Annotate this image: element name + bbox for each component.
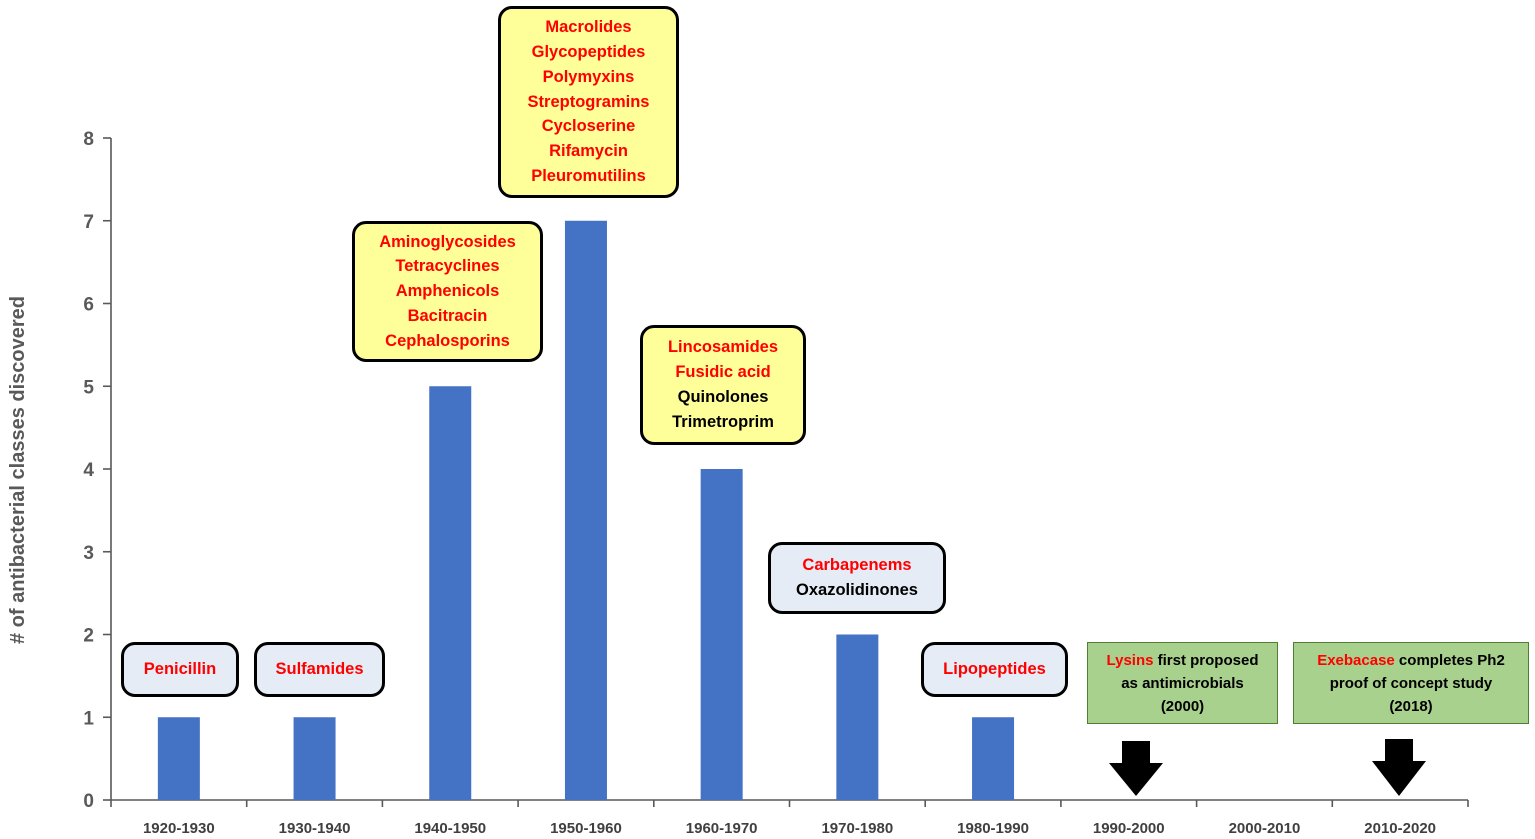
- antibiotic-class-label: Bacitracin: [407, 306, 488, 325]
- y-tick-label: 0: [83, 791, 94, 812]
- y-tick-label: 2: [83, 626, 94, 647]
- lysins-highlight: Lysins: [1106, 651, 1154, 669]
- y-tick-label: 4: [83, 460, 94, 481]
- x-tick-label: 1950-1960: [550, 820, 622, 837]
- exebacase-note-line1-rest: completes Ph2: [1394, 651, 1505, 669]
- annotation-box-lipopeptides: Lipopeptides: [921, 642, 1068, 697]
- antibiotic-class-label: Carbapenems: [802, 556, 912, 575]
- x-tick-label: 1970-1980: [821, 820, 893, 837]
- antibiotic-class-label: Glycopeptides: [531, 43, 646, 61]
- y-tick-label: 1: [83, 708, 94, 729]
- exebacase-note-line1: Exebacase completes Ph2: [1294, 649, 1528, 672]
- lysins-note-line1-rest: first proposed: [1153, 651, 1259, 669]
- bar-1960-1970: [700, 469, 743, 800]
- y-tick-label: 6: [83, 295, 94, 316]
- exebacase-note-line2: proof of concept study: [1329, 674, 1493, 692]
- antibiotic-class-label: Pleuromutilins: [531, 166, 646, 185]
- annotation-box-penicillin: Penicillin: [121, 642, 239, 697]
- annotation-box-sulfamides: Sulfamides: [254, 642, 385, 697]
- exebacase-highlight: Exebacase: [1317, 651, 1395, 669]
- bar-1920-1930: [157, 717, 200, 800]
- bar-1980-1990: [972, 717, 1015, 800]
- x-tick-labels: 1920-1930 1930-1940 1940-1950 1950-1960 1960…: [143, 820, 1436, 837]
- y-tick-labels: 0 1 2 3 4 5 6 7 8: [83, 129, 94, 812]
- antibiotic-class-label: Polymyxins: [542, 67, 635, 86]
- lysins-note-line3: (2000): [1160, 697, 1205, 715]
- antibiotic-class-label: Penicillin: [143, 660, 217, 679]
- antibiotic-class-label: Fusidic acid: [675, 363, 771, 382]
- y-tick-label: 5: [83, 377, 94, 398]
- bar-1970-1980: [836, 634, 879, 800]
- y-tick-label: 8: [83, 129, 94, 150]
- antibiotic-class-label: Oxazolidinones: [796, 581, 918, 599]
- bar-1940-1950: [429, 386, 472, 800]
- y-tick-label: 7: [83, 212, 94, 233]
- antibiotic-class-label: Sulfamides: [275, 660, 364, 679]
- antibiotic-class-label: Tetracyclines: [395, 257, 500, 276]
- down-arrow-icon: [1372, 739, 1426, 796]
- lysins-note-line1: Lysins first proposed: [1088, 649, 1277, 672]
- x-tick-label: 1930-1940: [279, 820, 351, 837]
- axes: [103, 137, 1469, 807]
- antibiotic-class-label: Macrolides: [545, 18, 632, 37]
- antibiotic-class-label: Rifamycin: [549, 142, 628, 161]
- bars: [157, 220, 1015, 800]
- antibiotic-class-label: Quinolones: [677, 388, 769, 406]
- antibiotic-class-label: Cycloserine: [541, 117, 636, 136]
- bar-1950-1960: [564, 220, 607, 800]
- x-tick-label: 1960-1970: [686, 820, 758, 837]
- x-tick-label: 2000-2010: [1229, 820, 1301, 837]
- antibiotic-class-label: Aminoglycosides: [379, 232, 516, 251]
- antibiotic-class-label: Lincosamides: [667, 338, 779, 357]
- x-tick-label: 1980-1990: [957, 820, 1029, 837]
- antibiotic-class-label: Streptogramins: [527, 92, 650, 111]
- x-tick-label: 2010-2020: [1364, 820, 1436, 837]
- antibiotic-class-label: Trimetroprim: [672, 412, 774, 431]
- x-tick-label: 1990-2000: [1093, 820, 1165, 837]
- antibiotic-class-label: Lipopeptides: [943, 660, 1046, 679]
- x-tick-label: 1920-1930: [143, 820, 215, 837]
- x-tick-label: 1940-1950: [414, 820, 486, 837]
- antibiotic-class-label: Cephalosporins: [385, 331, 510, 350]
- exebacase-note: Exebacase completes Ph2 proof of concept…: [1293, 642, 1529, 724]
- y-axis-title: # of antibacterial classes discovered: [7, 296, 29, 644]
- exebacase-note-line3: (2018): [1389, 697, 1433, 715]
- y-tick-label: 3: [83, 543, 94, 564]
- down-arrow-icon: [1109, 741, 1163, 796]
- lysins-note: Lysins first proposed as antimicrobials …: [1087, 642, 1278, 724]
- bar-1930-1940: [293, 717, 336, 800]
- lysins-note-line2: as antimicrobials: [1121, 674, 1244, 692]
- antibiotic-class-label: Amphenicols: [395, 282, 500, 301]
